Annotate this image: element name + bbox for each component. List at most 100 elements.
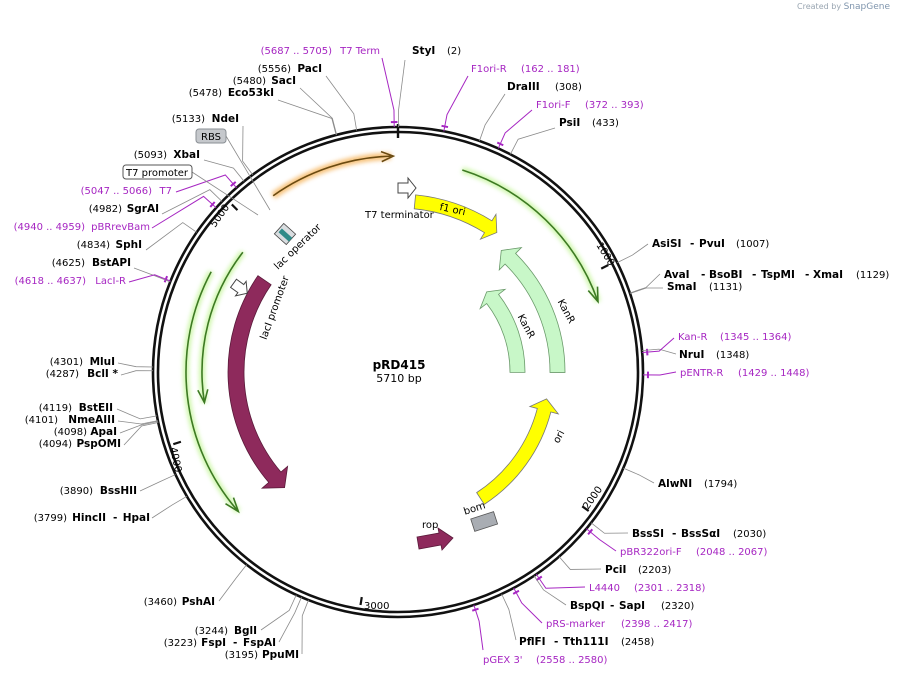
enzyme-hincii-hpai[interactable]: (3799) HincII - HpaI	[34, 512, 150, 524]
svg-text:(1345 .. 1364): (1345 .. 1364)	[720, 332, 792, 343]
enzyme-sphi[interactable]: (4834) SphI	[77, 239, 142, 251]
enzyme-saci[interactable]: (5480) SacI	[233, 75, 296, 87]
svg-text:(4982): (4982)	[89, 204, 122, 215]
leader-bsshii	[139, 474, 176, 492]
enzyme-bcli[interactable]: (4287) BclI *	[46, 368, 119, 380]
gene-arc-left-outer	[183, 270, 241, 514]
enzyme-pshai[interactable]: (3460) PshAI	[144, 596, 215, 608]
snapgene-logo: SnapGene	[843, 2, 890, 12]
leader-l4440	[535, 573, 586, 589]
enzyme-sgrai[interactable]: (4982) SgrAI	[89, 203, 159, 215]
ori-label: ori	[551, 429, 567, 446]
svg-text:(4119): (4119)	[39, 403, 72, 414]
f1-ori-arrow	[413, 194, 498, 241]
primer-t7-term[interactable]: (5687 .. 5705) T7 Term	[261, 46, 380, 57]
enzyme-asisi-pvui[interactable]: AsiSI - PvuI (1007)	[652, 238, 769, 250]
svg-text:RBS: RBS	[201, 132, 221, 143]
svg-text:(4625): (4625)	[52, 258, 85, 269]
svg-text:pBRrevBam: pBRrevBam	[91, 222, 150, 233]
leader-alwni	[623, 467, 655, 484]
svg-text:AvaI: AvaI	[664, 269, 690, 281]
svg-text:F1ori-R: F1ori-R	[471, 64, 507, 75]
enzyme-nmeaiii[interactable]: (4101) NmeAIII	[25, 414, 115, 426]
enzyme-nrui[interactable]: NruI (1348)	[679, 349, 749, 361]
primer-f1ori-r[interactable]: F1ori-R (162 .. 181)	[471, 64, 580, 75]
enzyme-bsshii[interactable]: (3890) BssHII	[60, 485, 137, 497]
enzyme-styi[interactable]: StyI (2)	[412, 45, 461, 57]
svg-text:StyI: StyI	[412, 45, 435, 57]
svg-text:-: -	[233, 637, 237, 649]
enzyme-bstapi[interactable]: (4625) BstAPI	[52, 257, 131, 269]
enzyme-ndei[interactable]: (5133) NdeI	[172, 113, 239, 125]
svg-text:T7: T7	[159, 186, 172, 197]
ori-arrow	[476, 398, 560, 505]
enzyme-psii[interactable]: PsiI (433)	[559, 117, 619, 129]
svg-text:-: -	[113, 512, 117, 524]
enzyme-pcii[interactable]: PciI (2203)	[605, 564, 671, 576]
leader-pentr-r	[642, 371, 677, 376]
enzyme-apai[interactable]: (4098) ApaI	[54, 426, 117, 438]
leader-saci	[299, 87, 338, 135]
primer-pbr322ori-f[interactable]: pBR322ori-F (2048 .. 2067)	[620, 547, 768, 558]
enzyme-smai[interactable]: SmaI (1131)	[667, 281, 742, 293]
primer-pbrrevbam[interactable]: (4940 .. 4959) pBRrevBam	[14, 222, 150, 233]
t7-terminator-arrow	[397, 176, 417, 200]
primer-prs-marker[interactable]: pRS-marker (2398 .. 2417)	[546, 619, 693, 630]
leader-smai	[629, 287, 664, 294]
enzyme-avai-group[interactable]: AvaI - BsoBI - TspMI - XmaI (1129)	[664, 269, 889, 281]
enzyme-pflfi[interactable]: PflFI - Tth111I (2458)	[519, 636, 654, 648]
svg-text:SacI: SacI	[271, 75, 296, 87]
svg-text:NdeI: NdeI	[212, 113, 239, 125]
svg-text:SmaI: SmaI	[667, 281, 697, 293]
rbs-box[interactable]: RBS	[195, 128, 227, 144]
gene-arc-left-inner-head	[197, 389, 209, 405]
enzyme-paci[interactable]: (5556) PacI	[258, 63, 322, 75]
svg-text:SphI: SphI	[116, 239, 142, 251]
svg-text:(1794): (1794)	[704, 479, 737, 490]
svg-text:(4098): (4098)	[54, 427, 87, 438]
laci-arrow	[227, 275, 289, 489]
enzyme-bsssi[interactable]: BssSI - BssSαI (2030)	[632, 528, 766, 540]
primer-l4440[interactable]: L4440 (2301 .. 2318)	[589, 583, 706, 594]
enzyme-bgli[interactable]: (3244) BglI	[195, 625, 257, 637]
svg-text:FspAI: FspAI	[243, 637, 276, 649]
leader-xbai	[203, 159, 245, 182]
svg-text:(3460): (3460)	[144, 597, 177, 608]
primer-t7[interactable]: (5047 .. 5066) T7	[81, 186, 172, 197]
leader-laci-r	[128, 274, 171, 283]
primer-laci-r[interactable]: (4618 .. 4637) LacI-R	[15, 276, 126, 287]
svg-text:PpuMI: PpuMI	[262, 649, 299, 661]
enzyme-xbai[interactable]: (5093) XbaI	[134, 149, 200, 161]
enzyme-draiii[interactable]: DraIII (308)	[507, 81, 582, 93]
primer-pgex-3[interactable]: pGEX 3' (2558 .. 2580)	[483, 655, 608, 666]
leader-pshai	[218, 564, 247, 602]
svg-text:PspOMI: PspOMI	[76, 438, 121, 450]
leader-prs-marker	[513, 587, 543, 624]
enzyme-bspqi[interactable]: BspQI - SapI (2320)	[570, 600, 694, 612]
t7-region-glow	[271, 152, 391, 199]
svg-text:(433): (433)	[592, 118, 619, 129]
leader-eco53ki	[277, 99, 337, 136]
enzyme-ppumi[interactable]: (3195) PpuMI	[225, 649, 299, 661]
enzyme-bsteii[interactable]: (4119) BstEII	[39, 402, 113, 414]
f1-ori-label: f1 ori	[439, 202, 467, 218]
enzyme-eco53ki[interactable]: (5478) Eco53kI	[189, 87, 274, 99]
t7-promoter-box[interactable]: T7 promoter	[122, 164, 193, 180]
tick-label-4000: 4000	[167, 446, 183, 473]
svg-text:Kan-R: Kan-R	[678, 332, 707, 343]
svg-text:BstAPI: BstAPI	[92, 257, 131, 269]
enzyme-alwni[interactable]: AlwNI (1794)	[658, 478, 737, 490]
primer-kan-r[interactable]: Kan-R (1345 .. 1364)	[678, 332, 792, 343]
enzyme-pspomi[interactable]: (4094) PspOMI	[39, 438, 121, 450]
svg-text:(1129): (1129)	[856, 270, 889, 281]
enzyme-mlui[interactable]: (4301) MluI	[50, 356, 115, 368]
tick-label-5000: 5000	[208, 203, 232, 230]
leader-f1ori-f	[497, 109, 533, 149]
primer-pentr-r[interactable]: pENTR-R (1429 .. 1448)	[680, 368, 810, 379]
svg-text:(3195): (3195)	[225, 650, 258, 661]
primer-f1ori-f[interactable]: F1ori-F (372 .. 393)	[536, 100, 644, 111]
svg-text:TspMI: TspMI	[761, 269, 795, 281]
enzyme-fspi-fspai[interactable]: (3223) FspI - FspAI	[164, 637, 276, 649]
leader-bstapi	[133, 267, 171, 283]
